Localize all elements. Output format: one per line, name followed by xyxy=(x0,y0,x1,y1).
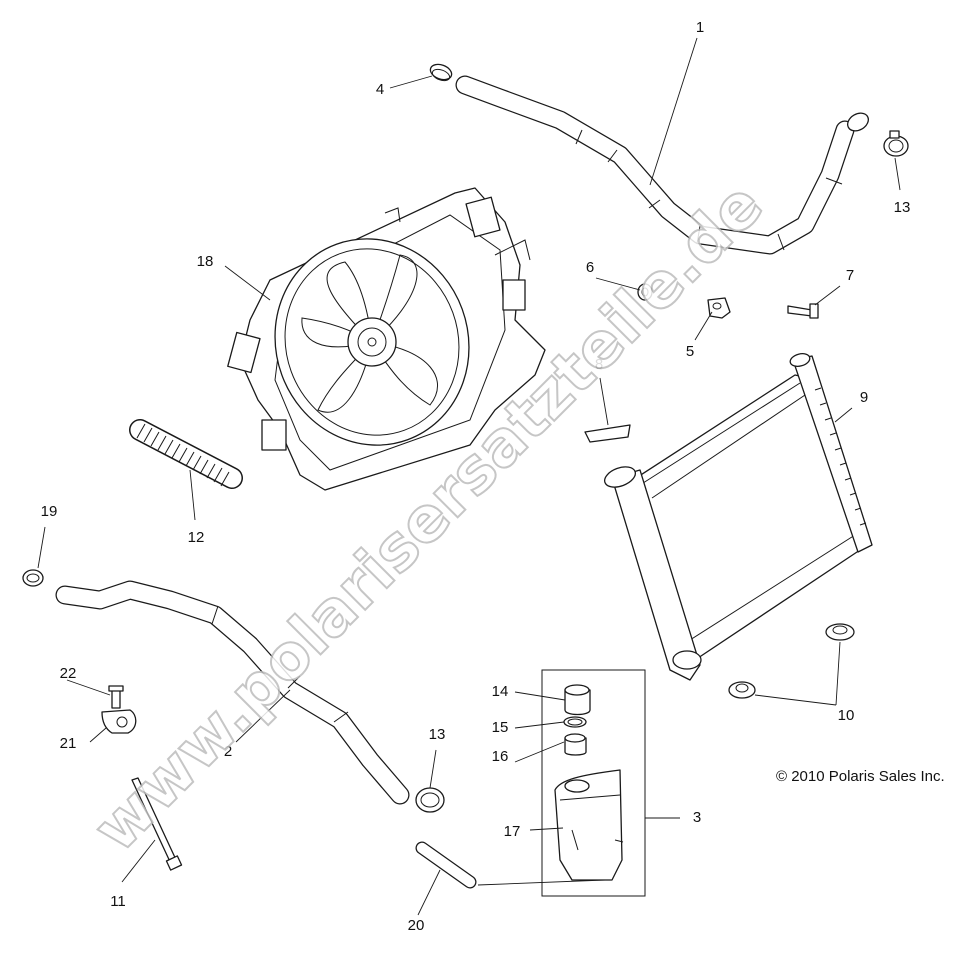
part-2-lower-hose[interactable] xyxy=(55,580,410,805)
part-3-reservoir-assembly[interactable] xyxy=(541,669,646,897)
callout-6: 6 xyxy=(586,259,594,276)
callout-13-upper: 13 xyxy=(894,199,911,216)
callout-labels: 1 2 3 4 5 6 7 8 9 10 11 12 13 13 14 15 1… xyxy=(41,19,911,934)
callout-17: 17 xyxy=(504,823,521,840)
callout-16: 16 xyxy=(492,748,509,765)
part-11-cable-tie[interactable] xyxy=(131,777,183,871)
part-12-vent-hose[interactable] xyxy=(129,419,243,489)
callout-10: 10 xyxy=(838,707,855,724)
part-14-cap xyxy=(564,684,591,716)
callout-22: 22 xyxy=(60,665,77,682)
part-7-bolt[interactable] xyxy=(787,303,819,319)
callout-15: 15 xyxy=(492,719,509,736)
part-19-clamp[interactable] xyxy=(22,569,44,587)
part-10-grommets[interactable] xyxy=(728,623,855,699)
part-17-reservoir-bottle xyxy=(554,769,624,881)
callout-9: 9 xyxy=(860,389,868,406)
callout-5: 5 xyxy=(686,343,694,360)
leader-lines xyxy=(37,37,901,916)
part-15-o-ring xyxy=(563,716,587,728)
part-13-clamp-upper[interactable] xyxy=(883,130,909,157)
copyright-notice: © 2010 Polaris Sales Inc. xyxy=(776,768,945,785)
callout-2: 2 xyxy=(224,743,232,760)
callout-19: 19 xyxy=(41,503,58,520)
callout-8: 8 xyxy=(595,356,603,373)
callout-7: 7 xyxy=(846,267,854,284)
part-13-clamp-lower[interactable] xyxy=(415,787,445,813)
part-21-p-clamp[interactable] xyxy=(101,709,137,734)
callout-14: 14 xyxy=(492,683,509,700)
callout-20: 20 xyxy=(408,917,425,934)
part-5-grommet[interactable] xyxy=(707,297,731,319)
part-9-radiator[interactable] xyxy=(602,352,873,681)
part-18-fan-assembly[interactable] xyxy=(227,187,546,491)
part-20-overflow-hose[interactable] xyxy=(415,841,477,889)
callout-4: 4 xyxy=(376,81,384,98)
callout-13-lower: 13 xyxy=(429,726,446,743)
callout-11: 11 xyxy=(110,893,126,910)
callout-18: 18 xyxy=(197,253,214,270)
part-16-bushing xyxy=(564,733,587,756)
part-8-bracket[interactable] xyxy=(584,424,631,443)
part-1-upper-hose[interactable] xyxy=(455,75,872,255)
callout-3: 3 xyxy=(693,809,701,826)
callout-12: 12 xyxy=(188,529,205,546)
part-6-nut[interactable] xyxy=(637,283,653,301)
callout-21: 21 xyxy=(60,735,77,752)
callout-1: 1 xyxy=(696,19,704,36)
part-4-clamp[interactable] xyxy=(428,62,453,83)
part-22-screw[interactable] xyxy=(108,685,124,709)
